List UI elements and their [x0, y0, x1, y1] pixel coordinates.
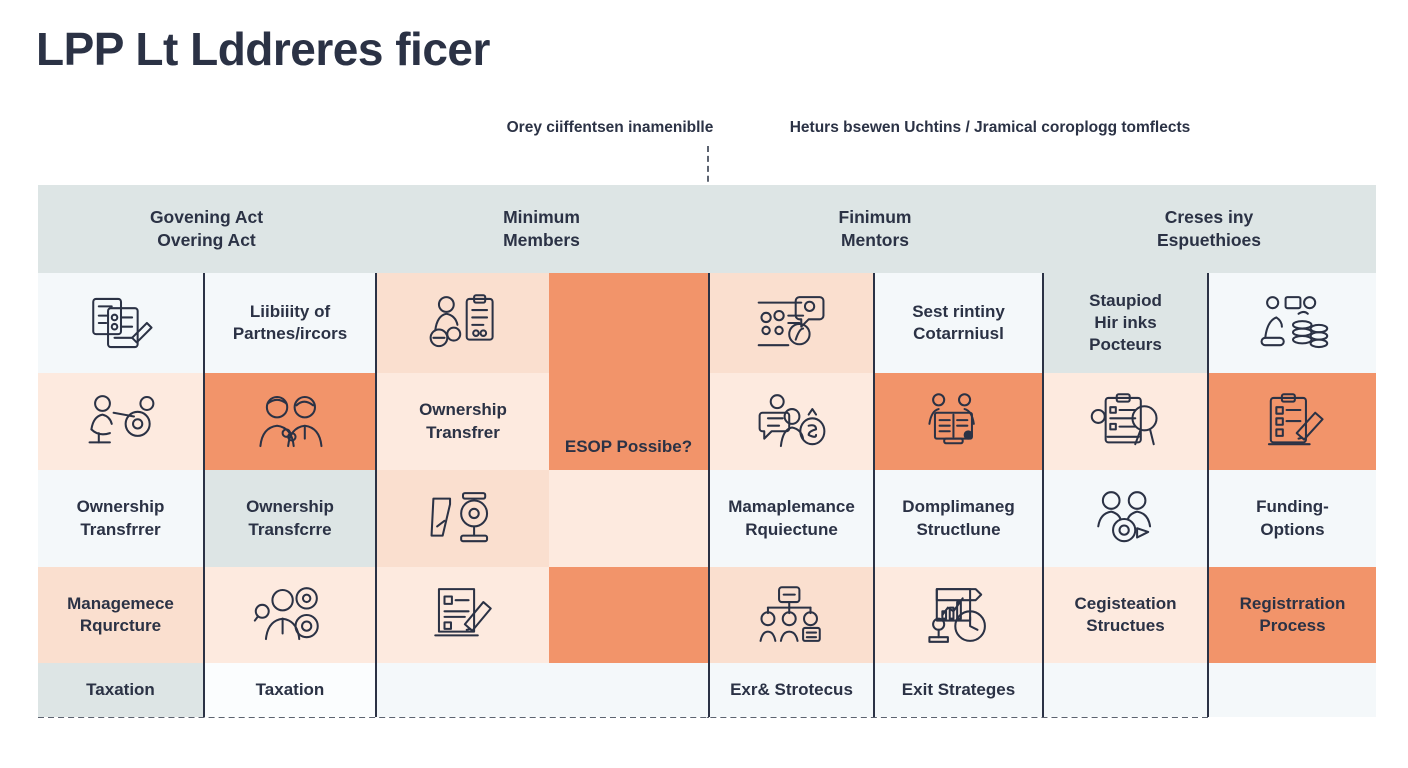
table-cell-icon — [1042, 373, 1207, 470]
clipboard-magnifier-icon — [1089, 391, 1163, 453]
table-cell-icon — [708, 373, 873, 470]
table-cell-icon — [708, 567, 873, 663]
table-cell-icon — [1207, 373, 1376, 470]
documents-checklist-pen-icon — [84, 292, 158, 354]
table-cell-label: Exit Strateges — [873, 663, 1042, 717]
chat-person-money-bag-icon — [755, 391, 829, 453]
table-cell-icon — [203, 567, 375, 663]
people-coins-growth-icon — [1256, 292, 1330, 354]
table-cell-label: Taxation — [38, 663, 203, 717]
table-cell-icon — [1207, 273, 1376, 373]
person-clipboard-gears-icon — [426, 292, 500, 354]
table-cell-icon — [375, 567, 549, 663]
ruler-gear-drafting-icon — [426, 488, 500, 550]
table-cell-icon — [708, 273, 873, 373]
table-cell-empty — [1042, 663, 1207, 717]
clipboard-pencil-icon — [1256, 391, 1330, 453]
chart-presentation-clock-icon — [922, 584, 996, 646]
page-title: LPP Lt Lddreres ficer — [36, 23, 490, 75]
table-cell-icon — [1042, 470, 1207, 567]
table-cell-icon — [873, 373, 1042, 470]
horizontal-divider-dashed — [38, 716, 1208, 718]
table-cell-empty — [1207, 663, 1376, 717]
table-cell-empty — [375, 663, 549, 717]
person-gears-podium-icon — [84, 391, 158, 453]
table-cell-label: Taxation — [203, 663, 375, 717]
table-cell-empty — [549, 273, 708, 373]
manager-gears-search-icon — [253, 584, 327, 646]
two-partners-icon — [253, 391, 327, 453]
two-people-gear-icon — [1089, 488, 1163, 550]
document-pencil-icon — [426, 584, 500, 646]
annotation-right: Heturs bsewen Uchtins / Jramical coroplo… — [789, 119, 1191, 136]
table-cell-icon — [375, 470, 549, 567]
table-cell-label: Funding-Options — [1207, 470, 1376, 567]
table-cell-icon — [873, 567, 1042, 663]
org-chart-people-icon — [755, 584, 829, 646]
chat-users-search-icon — [755, 292, 829, 354]
team-monitor-review-icon — [922, 391, 996, 453]
annotation-left: Orey ciiffentsen inameniblle — [506, 119, 714, 136]
table-cell-empty — [549, 567, 708, 663]
table-cell-icon — [38, 273, 203, 373]
table-cell-icon — [375, 273, 549, 373]
table-cell-label: ESOP Possibe? — [549, 373, 708, 470]
table-cell-label: Exr& Strotecus — [708, 663, 873, 717]
table-cell-icon — [38, 373, 203, 470]
table-cell-empty — [549, 470, 708, 567]
table-cell-empty — [549, 663, 708, 717]
table-cell-icon — [203, 373, 375, 470]
